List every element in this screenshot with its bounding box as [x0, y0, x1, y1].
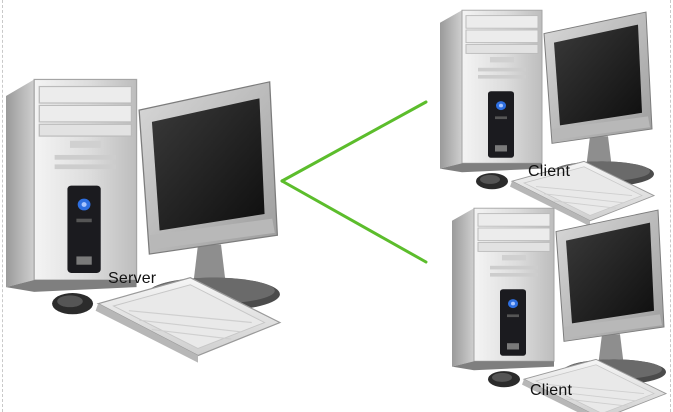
- client-label-bottom: Client: [530, 382, 573, 399]
- link-line-bottom: [280, 179, 428, 264]
- link-line-top: [280, 100, 428, 183]
- server-computer-icon: [5, 78, 281, 364]
- client-computer-icon-top: [439, 9, 655, 227]
- client-label-top: Client: [528, 163, 571, 180]
- server-label: Server: [108, 270, 157, 287]
